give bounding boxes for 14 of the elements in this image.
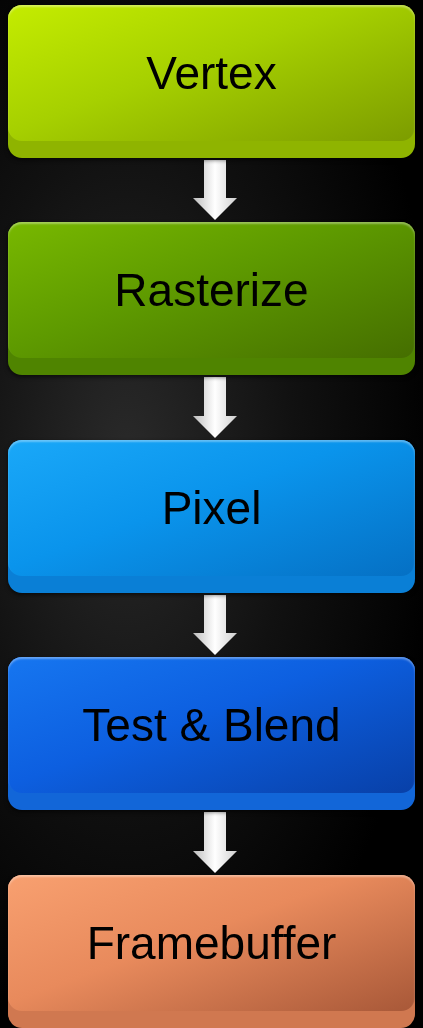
process-box [8, 5, 415, 158]
arrow [193, 812, 237, 873]
arrow [193, 377, 237, 438]
process-box [8, 657, 415, 810]
box-label: Pixel [161, 481, 262, 535]
process-box [8, 222, 415, 375]
arrow [193, 595, 237, 655]
box-label: Vertex [146, 46, 277, 100]
process-box [8, 875, 415, 1028]
box-label: Test & Blend [82, 698, 341, 752]
box-label: Rasterize [114, 263, 309, 317]
process-box [8, 440, 415, 593]
arrow [193, 160, 237, 220]
box-label: Framebuffer [86, 916, 337, 970]
